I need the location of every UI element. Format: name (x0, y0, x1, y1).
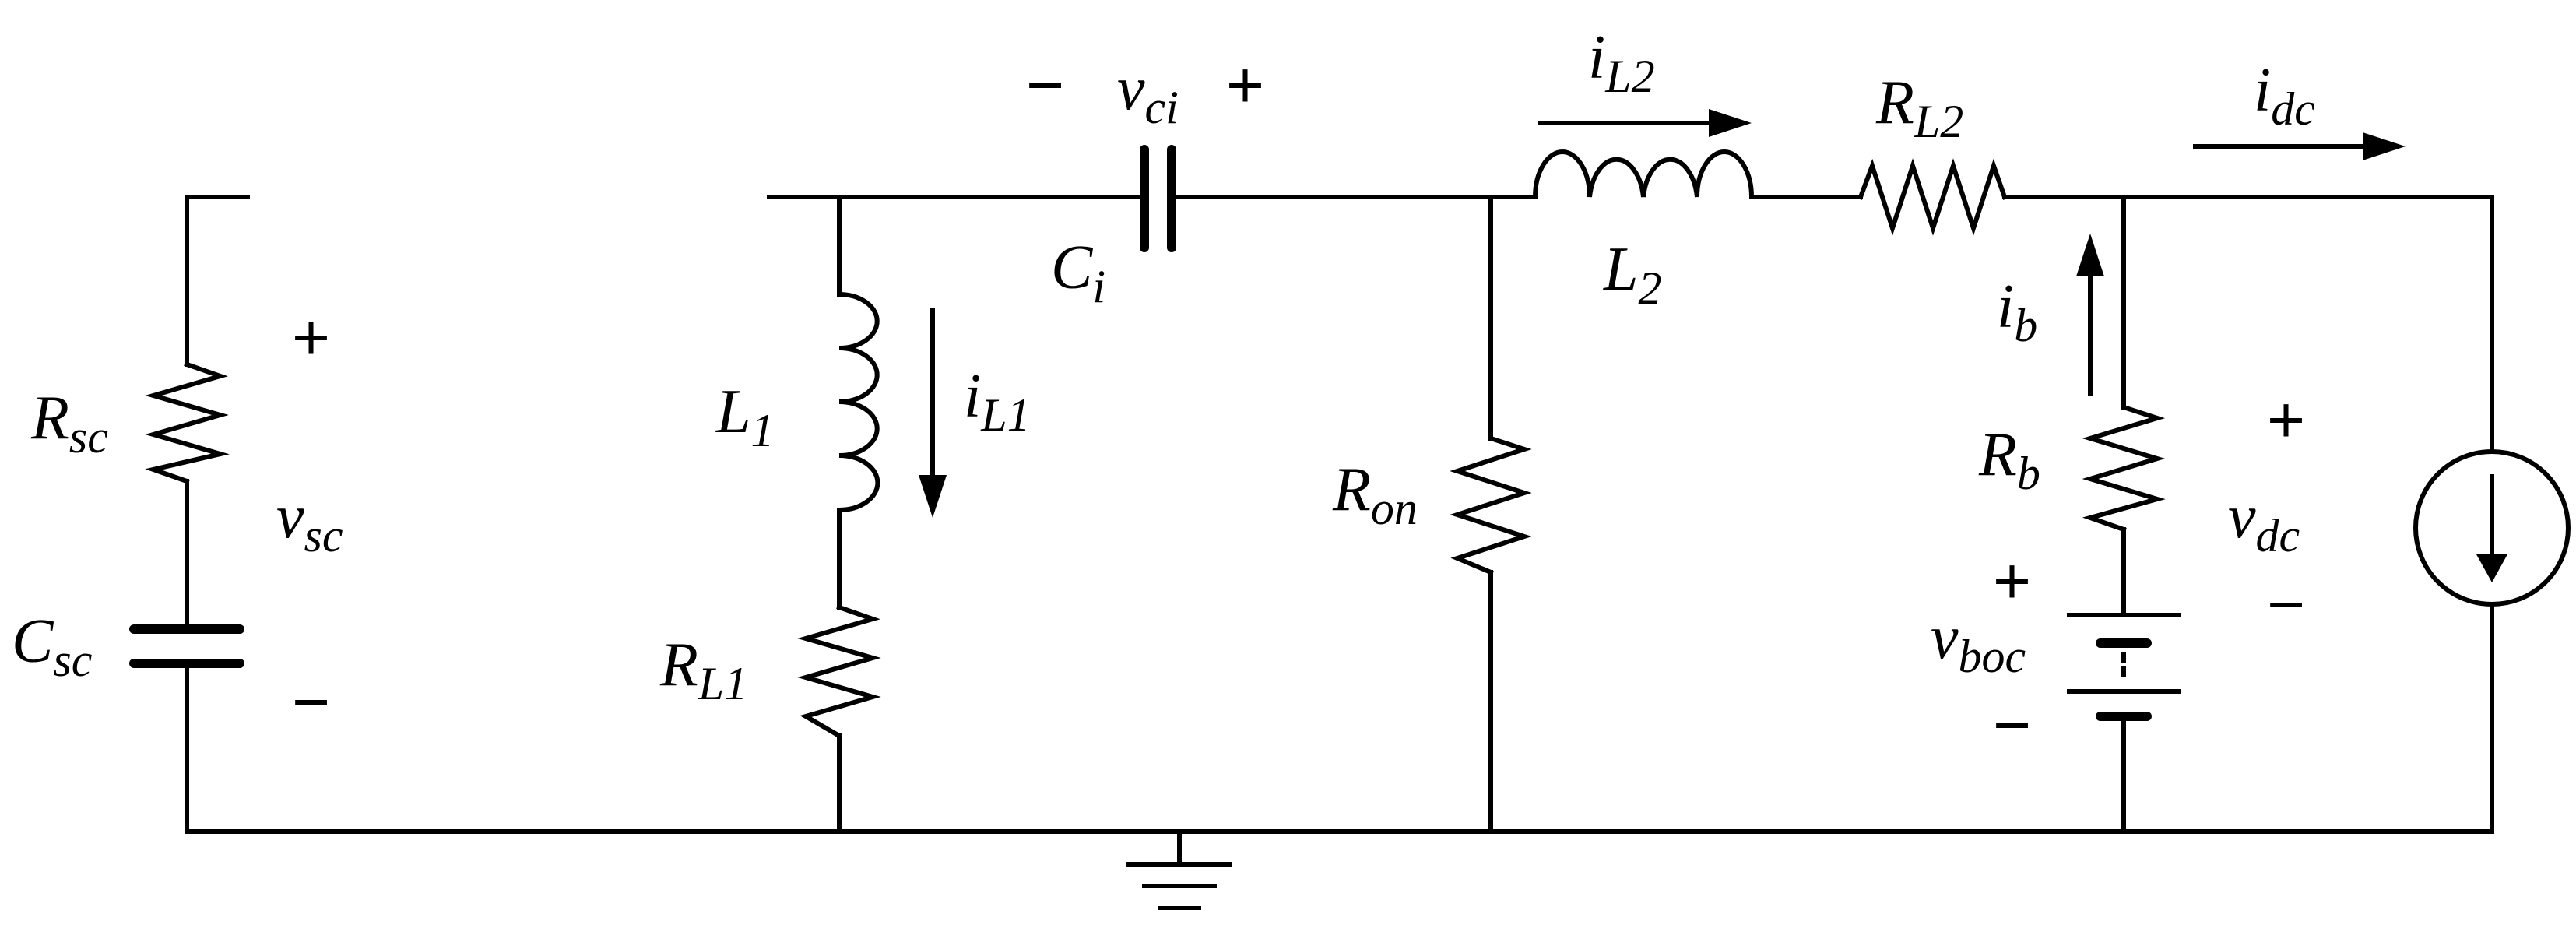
resistor-ron (1450, 435, 1532, 575)
inductor-l2 (1532, 149, 1755, 200)
current-source-icon (2413, 449, 2571, 607)
resistor-rsc (145, 361, 230, 484)
label-ci: Ci (1051, 234, 1105, 312)
sign-vboc-plus: + (1993, 544, 2031, 617)
wire-sc-top (185, 195, 250, 367)
inductor-l1 (836, 291, 880, 513)
arrow-idc (2193, 132, 2406, 160)
label-vboc: vboc (1931, 603, 2026, 682)
label-rb: Rb (1978, 420, 2040, 499)
label-ron: Ron (1332, 455, 1418, 534)
label-vdc: vdc (2228, 483, 2300, 561)
label-rl1: RL1 (659, 631, 747, 709)
capacitor-csc (129, 624, 244, 668)
label-l1: L1 (715, 378, 775, 456)
capacitor-ci (1140, 145, 1176, 252)
sign-vdc-minus: − (2267, 568, 2305, 641)
label-idc: idc (2254, 56, 2315, 135)
label-il2: iL2 (1588, 23, 1655, 102)
arrow-il2 (1538, 109, 1752, 137)
sign-vdc-plus: + (2267, 383, 2305, 456)
label-ib: ib (1997, 273, 2037, 351)
arrow-ib (2076, 234, 2104, 396)
sign-vci-minus: − (1026, 48, 1064, 121)
wires (185, 195, 2494, 867)
wire-ground-bus (185, 603, 2494, 834)
sign-vsc-minus: − (292, 665, 330, 738)
resistor-rb (2082, 404, 2166, 533)
wire-top-right (2002, 195, 2494, 452)
arrow-il1 (919, 308, 947, 518)
label-rl2: RL2 (1875, 69, 1963, 147)
battery-icon (2067, 613, 2181, 721)
sign-vboc-minus: − (1993, 688, 2031, 761)
resistor-rl1 (797, 604, 881, 740)
label-rsc: Rsc (30, 384, 108, 462)
label-il1: iL1 (964, 362, 1031, 441)
label-csc: Csc (12, 607, 92, 686)
resistor-rl2 (1857, 158, 2008, 236)
sign-vci-plus: + (1226, 48, 1264, 121)
label-vci: vci (1117, 55, 1179, 133)
label-l2: L2 (1603, 235, 1662, 314)
label-vsc: vsc (276, 483, 343, 561)
ground-icon (1126, 862, 1232, 910)
sign-vsc-plus: + (292, 301, 330, 374)
